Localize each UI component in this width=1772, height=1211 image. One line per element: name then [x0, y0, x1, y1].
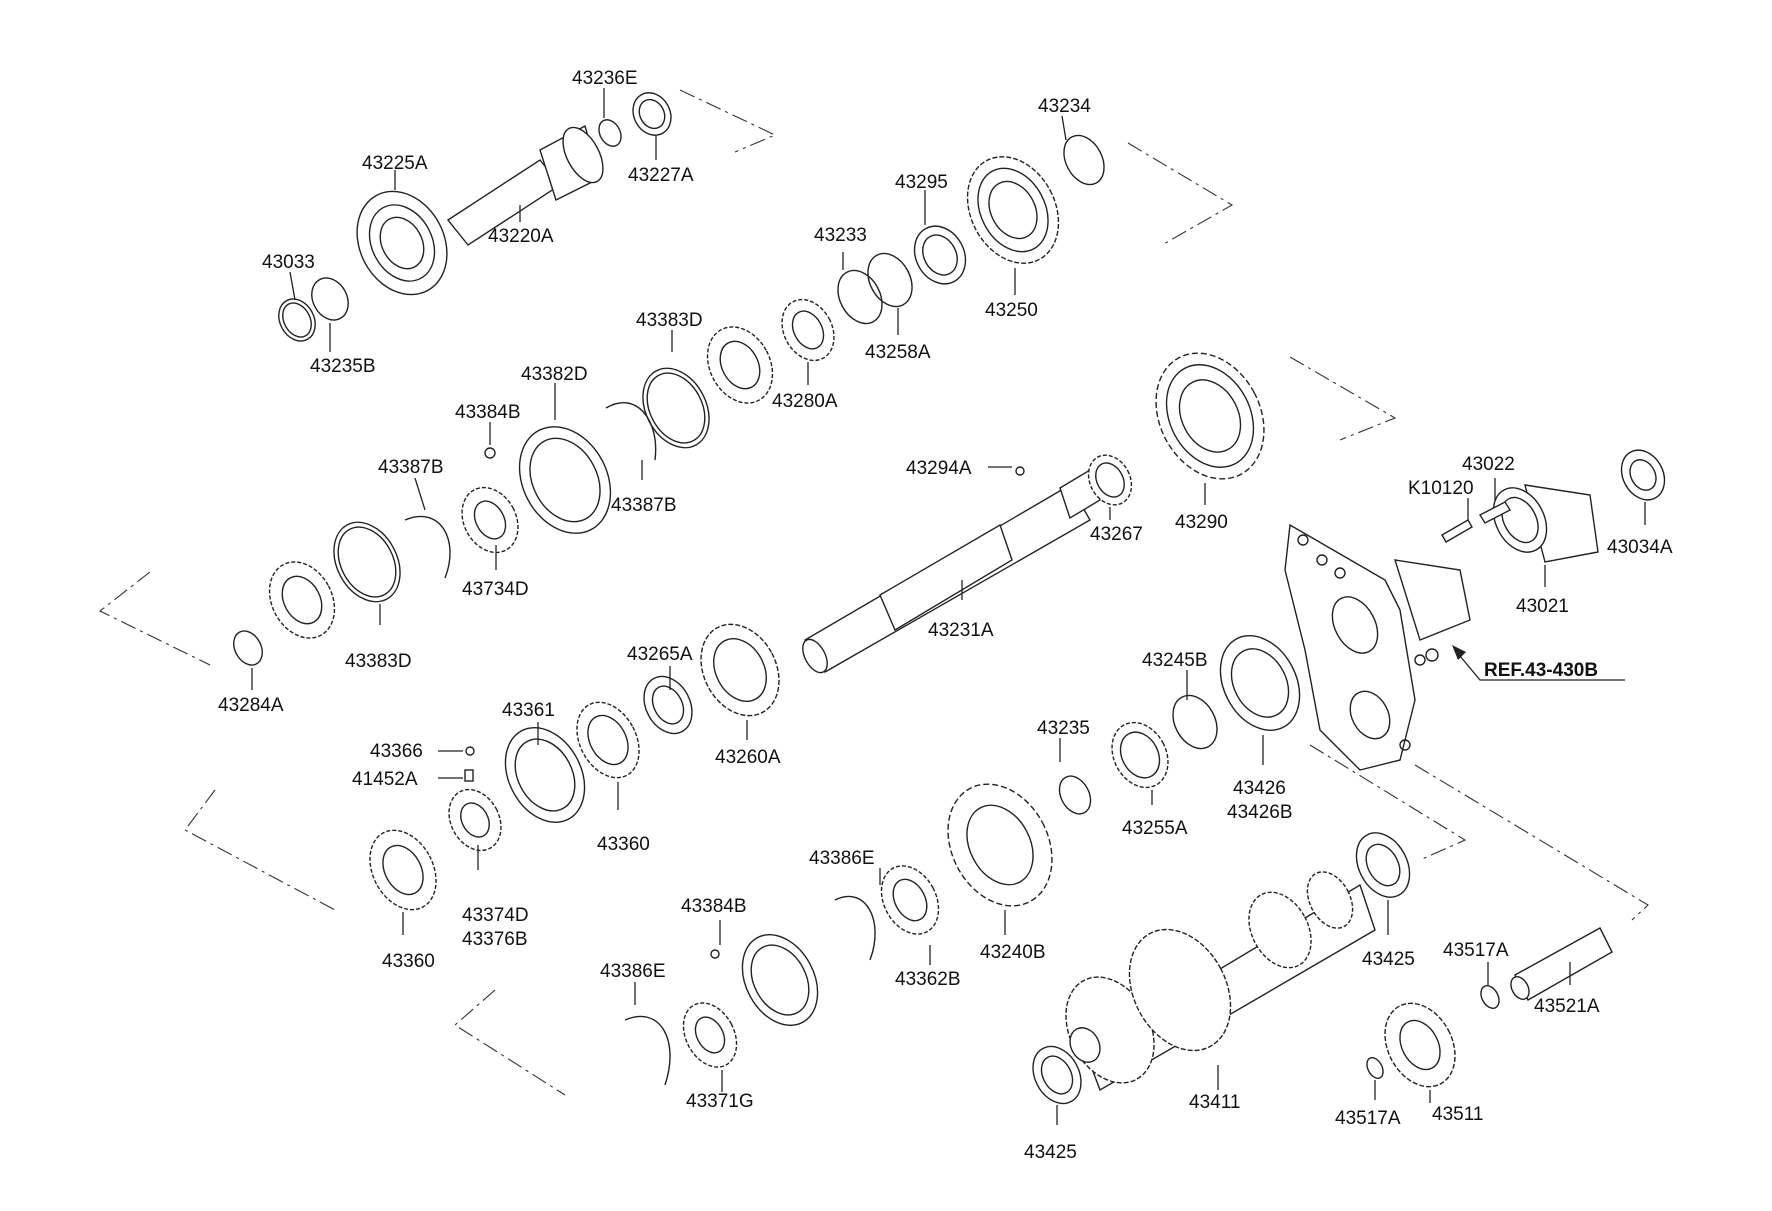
- label-43425-bottom: 43425: [1024, 1142, 1077, 1163]
- reference-arrow: [1452, 645, 1625, 681]
- label-43231A: 43231A: [928, 620, 994, 641]
- label-43384B-bottom: 43384B: [681, 896, 747, 917]
- label-43236E: 43236E: [572, 68, 638, 89]
- label-43255A: 43255A: [1122, 818, 1188, 839]
- gear-group-upper: [837, 134, 1105, 325]
- label-43366: 43366: [370, 741, 423, 762]
- label-43376B: 43376B: [462, 929, 528, 950]
- label-43245B: 43245B: [1142, 650, 1208, 671]
- label-43374D: 43374D: [462, 905, 529, 926]
- label-43295: 43295: [895, 172, 948, 193]
- housing-group: [1284, 449, 1666, 771]
- label-43220A: 43220A: [488, 226, 554, 247]
- label-43034A: 43034A: [1607, 537, 1673, 558]
- label-43383D-bottom: 43383D: [345, 651, 412, 672]
- label-43361: 43361: [502, 700, 555, 721]
- label-41452A: 41452A: [352, 769, 418, 790]
- label-43411: 43411: [1189, 1092, 1240, 1113]
- label-43225A: 43225A: [362, 153, 428, 174]
- label-43258A: 43258A: [865, 342, 931, 363]
- label-43234: 43234: [1038, 96, 1091, 117]
- label-43022: 43022: [1462, 454, 1515, 475]
- label-43387B-left: 43387B: [378, 457, 444, 478]
- label-43382D: 43382D: [521, 364, 588, 385]
- label-43260A: 43260A: [715, 747, 781, 768]
- label-43021: 43021: [1516, 596, 1569, 617]
- label-43235: 43235: [1037, 718, 1090, 739]
- label-43511: 43511: [1432, 1104, 1483, 1125]
- label-43227A: 43227A: [628, 165, 694, 186]
- label-43290: 43290: [1175, 512, 1228, 533]
- label-43383D-top: 43383D: [636, 310, 703, 331]
- leader-lines: [251, 88, 1646, 1125]
- label-43250: 43250: [985, 300, 1038, 321]
- counter-gear-group: [624, 635, 1301, 1086]
- label-43734D: 43734D: [462, 579, 529, 600]
- assembly-guide-lines: [98, 89, 1649, 1096]
- label-43517A-top: 43517A: [1443, 940, 1509, 961]
- label-43517A-bottom: 43517A: [1335, 1108, 1401, 1129]
- label-43294A: 43294A: [906, 458, 972, 479]
- input-shaft-group: [278, 92, 672, 342]
- part-labels: 43236E 43227A 43225A 43220A 43033 43235B…: [218, 68, 1673, 1163]
- label-43235B: 43235B: [310, 356, 376, 377]
- label-43267: 43267: [1090, 524, 1143, 545]
- label-43360-mid: 43360: [597, 834, 650, 855]
- label-K10120: K10120: [1408, 478, 1474, 499]
- main-shaft-group: [802, 352, 1265, 674]
- label-43521A: 43521A: [1534, 996, 1600, 1017]
- label-43386E-bottom: 43386E: [600, 961, 666, 982]
- label-43265A: 43265A: [627, 644, 693, 665]
- label-43033: 43033: [262, 252, 315, 273]
- label-43280A: 43280A: [772, 391, 838, 412]
- label-43233: 43233: [814, 225, 867, 246]
- label-43240B: 43240B: [980, 942, 1046, 963]
- label-43426: 43426: [1233, 778, 1286, 799]
- label-43360-left: 43360: [382, 951, 435, 972]
- synchro-group-upper: [233, 298, 835, 666]
- label-ref-43-430B: REF.43-430B: [1484, 660, 1598, 681]
- label-43384B-top: 43384B: [455, 402, 521, 423]
- synchro-group-lower: [369, 623, 780, 911]
- label-43362B: 43362B: [895, 969, 961, 990]
- label-43425-right: 43425: [1362, 949, 1415, 970]
- label-43386E-top: 43386E: [809, 848, 875, 869]
- label-43371G: 43371G: [686, 1091, 754, 1112]
- label-43284A: 43284A: [218, 695, 284, 716]
- label-43426B: 43426B: [1227, 802, 1293, 823]
- countershaft-group: [1032, 832, 1613, 1105]
- label-43387B-right: 43387B: [611, 495, 677, 516]
